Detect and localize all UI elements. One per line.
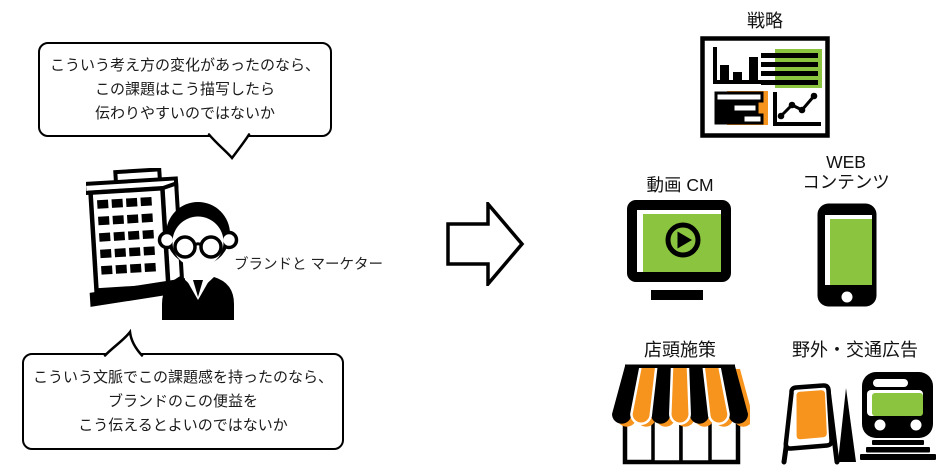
speech-bubble-bottom-tail	[103, 328, 144, 357]
outdoor-label: 野外・交通広告	[792, 340, 918, 360]
glasses-icon	[173, 235, 197, 259]
office-building-and-marketer-icon	[86, 168, 239, 320]
train-icon	[860, 372, 936, 460]
actor-label: ブランドと マーケター	[234, 257, 384, 273]
line-chart-icon	[773, 92, 821, 126]
play-icon	[665, 222, 701, 258]
necktie-icon	[193, 280, 203, 297]
awning-icon	[612, 364, 750, 427]
strategy-dashboard-icon	[700, 36, 830, 138]
smartphone-icon	[817, 203, 877, 307]
store-label: 店頭施策	[644, 340, 716, 360]
video-cm-monitor-icon	[627, 200, 731, 300]
signboard-icon	[781, 383, 856, 465]
strategy-label: 戦略	[747, 11, 783, 31]
speech-bubble-bottom-line: こう伝えるとよいのではないか	[78, 416, 288, 434]
speech-bubble-top-line: 伝わりやすいのではないか	[94, 104, 275, 122]
home-button-icon	[841, 291, 853, 303]
speech-bubble-top-line: この課題はこう描写したら	[94, 80, 275, 98]
speech-bubble-top: こういう考え方の変化があったのなら、 この課題はこう描写したら 伝わりやすいので…	[38, 42, 332, 137]
video-cm-label: 動画 CM	[646, 175, 714, 195]
speech-bubble-top-line: こういう考え方の変化があったのなら、	[49, 56, 320, 74]
speech-bubble-bottom-line: ブランドのこの便益を	[107, 392, 258, 410]
marketer-icon	[157, 202, 239, 320]
storefront-icon	[612, 364, 750, 465]
right-arrow-icon	[446, 202, 525, 286]
web-content-label: WEB コンテンツ	[802, 152, 890, 192]
speech-bubble-top-tail	[207, 133, 251, 161]
text-lines-icon	[761, 49, 822, 88]
bar-chart-icon	[713, 47, 763, 84]
speech-bubble-bottom-line: こういう文脈でこの課題感を持ったのなら、	[32, 368, 333, 386]
outdoor-transit-icon	[781, 372, 936, 465]
horizontal-bars-icon	[714, 91, 768, 125]
speech-bubble-bottom: こういう文脈でこの課題感を持ったのなら、 ブランドのこの便益を こう伝えるとよい…	[22, 353, 344, 450]
monitor-stand	[651, 290, 703, 300]
